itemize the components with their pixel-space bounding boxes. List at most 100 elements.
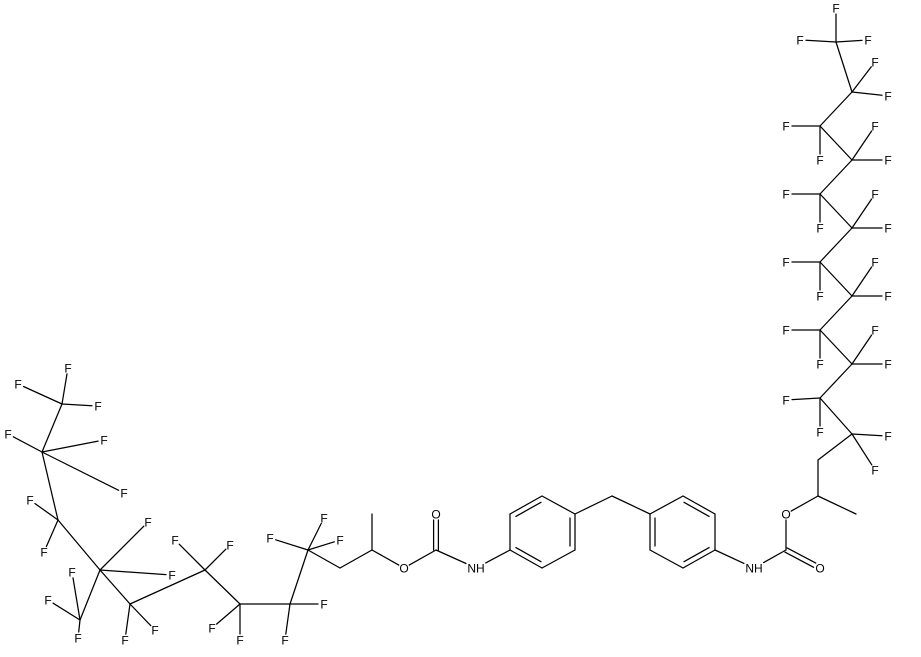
bond xyxy=(339,549,373,569)
fluorine-atom-label: F xyxy=(871,120,878,134)
aromatic-bond xyxy=(509,549,543,569)
c-f-bond xyxy=(61,403,93,407)
fluorine-atom-label: F xyxy=(100,434,107,448)
bond xyxy=(817,433,853,461)
fluorine-atom-label: F xyxy=(320,512,327,526)
fluorocarbon-bond xyxy=(819,159,853,195)
fluorine-atom-label: F xyxy=(782,394,789,408)
fluorine-atom-label: F xyxy=(151,624,158,638)
fluorocarbon-bond xyxy=(819,227,853,263)
c-f-bond xyxy=(307,541,335,551)
fluorine-atom-label: F xyxy=(64,362,71,376)
fluorine-atom-label: F xyxy=(871,188,878,202)
fluorocarbon-bond xyxy=(835,41,853,93)
fluorine-atom-label: F xyxy=(320,598,327,612)
bond-layer xyxy=(12,13,883,635)
carbamate-bond xyxy=(435,549,467,565)
aromatic-bond xyxy=(682,549,716,569)
fluorine-atom-label: F xyxy=(144,516,151,530)
aromatic-bond xyxy=(541,495,576,515)
fluorocarbon-bond xyxy=(819,261,853,297)
ester-oxygen-label-left: O xyxy=(399,562,408,576)
aromatic-bond xyxy=(649,549,684,569)
ester-bond xyxy=(408,549,437,566)
fluorocarbon-bond xyxy=(79,569,101,621)
c-f-bond xyxy=(805,39,837,43)
fluorocarbon-bond xyxy=(129,569,206,605)
fluorine-atom-label: F xyxy=(884,222,891,236)
fluorine-atom-label: F xyxy=(4,428,11,442)
fluorine-atom-label: F xyxy=(236,634,243,648)
fluorine-atom-label: F xyxy=(832,2,839,16)
fluorine-atom-label: F xyxy=(884,358,891,372)
c-f-bond xyxy=(129,603,152,627)
c-f-bond xyxy=(99,525,145,571)
fluorine-atom-label: F xyxy=(884,430,891,444)
carbonyl-oxygen-label-left: O xyxy=(431,508,440,522)
fluorine-atom-label: F xyxy=(336,534,343,548)
c-f-bond xyxy=(178,543,206,571)
fluorocarbon-bond xyxy=(819,125,853,161)
carbamate-bond xyxy=(762,549,787,564)
c-f-bond xyxy=(41,451,120,491)
c-f-bond xyxy=(61,373,68,405)
c-f-bond xyxy=(41,440,99,453)
bond xyxy=(790,495,819,512)
fluorine-atom-label: F xyxy=(816,154,823,168)
c-f-bond xyxy=(851,91,883,96)
c-f-bond xyxy=(99,569,167,576)
fluorine-atom-label: F xyxy=(26,494,33,508)
fluorine-atom-label: F xyxy=(871,56,878,70)
fluorine-atom-label: F xyxy=(14,378,21,392)
fluorine-atom-label: F xyxy=(266,532,273,546)
c-f-bond xyxy=(791,397,821,401)
c-f-bond xyxy=(851,334,873,365)
fluorocarbon-bond xyxy=(204,569,241,605)
aromatic-bond xyxy=(683,501,710,518)
fluorine-atom-label: F xyxy=(120,487,127,501)
c-f-bond xyxy=(851,198,873,229)
fluorine-atom-label: F xyxy=(884,290,891,304)
fluorine-atom-label: F xyxy=(40,546,47,560)
carbonyl-oxygen-label-right: O xyxy=(815,562,824,576)
c-f-bond xyxy=(835,39,863,43)
c-f-bond xyxy=(215,603,241,625)
fluorine-atom-label: F xyxy=(884,90,891,104)
bond xyxy=(485,549,511,564)
ester-oxygen-label-right: O xyxy=(781,508,790,522)
fluorine-atom-label: F xyxy=(782,188,789,202)
fluorine-atom-label: F xyxy=(816,426,823,440)
c-f-bond xyxy=(72,577,81,621)
c-f-bond xyxy=(851,433,883,437)
fluorine-atom-label: F xyxy=(171,534,178,548)
fluorine-atom-label: F xyxy=(121,634,128,648)
fluorine-atom-label: F xyxy=(226,539,233,553)
c-f-bond xyxy=(34,502,59,521)
fluorine-atom-label: F xyxy=(782,324,789,338)
aromatic-bond xyxy=(515,501,542,518)
c-f-bond xyxy=(125,603,131,635)
c-f-bond xyxy=(307,522,322,551)
methylene-bond xyxy=(574,495,613,515)
carbonyl-bond xyxy=(784,551,815,568)
c-f-bond xyxy=(78,619,81,633)
methyl-bond xyxy=(817,495,857,515)
c-f-bond xyxy=(12,436,43,453)
methylene-bond xyxy=(611,495,651,515)
aromatic-bond xyxy=(515,546,542,563)
fluorine-atom-label: F xyxy=(281,634,288,648)
c-f-bond xyxy=(851,433,873,466)
fluorine-atom-label: F xyxy=(816,358,823,372)
fluorocarbon-bond xyxy=(819,193,853,229)
c-f-bond xyxy=(22,385,63,405)
aromatic-bond xyxy=(541,549,576,569)
c-f-bond xyxy=(275,539,309,551)
fluorocarbon-bond xyxy=(289,549,309,605)
carbonyl-bond xyxy=(786,547,817,564)
c-f-bond xyxy=(851,130,873,161)
c-f-bond xyxy=(851,66,872,93)
aromatic-bond xyxy=(682,495,716,515)
fluorine-atom-label: F xyxy=(44,594,51,608)
bond xyxy=(307,549,341,569)
